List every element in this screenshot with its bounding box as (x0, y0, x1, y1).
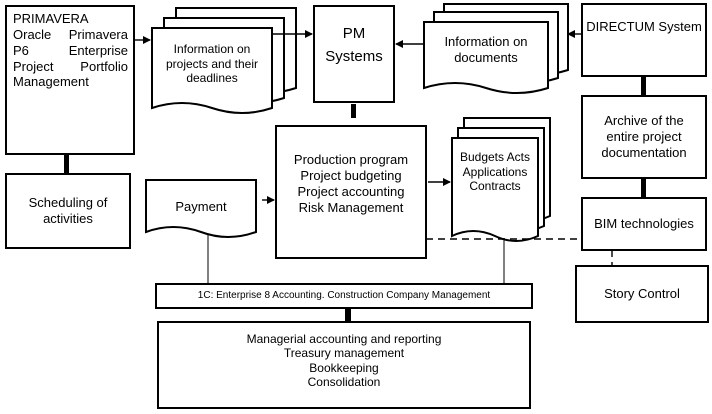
managerial-line-3: Bookkeeping (309, 360, 379, 375)
primavera-line-3-a: Project (13, 58, 54, 74)
enterprise-1c-label: 1C: Enterprise 8 Accounting. Constructio… (158, 286, 530, 306)
primavera-line-1-b: Primavera (68, 26, 128, 42)
scheduling-label: Scheduling of activities (8, 176, 128, 246)
primavera-box (5, 5, 135, 155)
budgets-line-3: Contracts (469, 179, 521, 194)
budgets-line-1: Budgets Acts (459, 150, 531, 164)
info-projects-doc-stack (151, 7, 297, 114)
primavera-line-3-b: Portfolio (80, 58, 128, 74)
production-label: Production program Project budgeting Pro… (278, 152, 424, 215)
enterprise-1c-text: 1C: Enterprise 8 Accounting. Constructio… (197, 289, 491, 301)
primavera-line-4: Management (13, 74, 89, 90)
pm-systems-box (313, 5, 395, 103)
info-documents-label: Information on documents (426, 34, 546, 66)
info-documents-line-2: documents (454, 49, 518, 65)
info-projects-label: Information on projects and their deadli… (154, 42, 270, 86)
scheduling-line-2: activities (43, 211, 93, 226)
archive-line-1: Archive of the (604, 113, 684, 129)
managerial-line-2: Treasury management (283, 346, 405, 361)
primavera-line-2-b: Enterprise (68, 42, 128, 58)
production-line-4: Risk Management (298, 199, 404, 215)
primavera-line-1-a: Oracle (13, 26, 52, 42)
directum-label: DIRECTUM System (584, 6, 704, 48)
budgets-label: Budgets Acts Applications Contracts (454, 150, 536, 194)
primavera-label: PRIMAVERA Oracle Primavera P6 Enterprise… (13, 11, 128, 90)
info-projects-line-3: deadlines (186, 71, 238, 86)
primavera-line-2: P6 Enterprise (13, 43, 128, 59)
bim-box (581, 197, 707, 251)
story-control-text: Story Control (604, 286, 680, 302)
scheduling-box (5, 173, 131, 249)
production-line-3: Project accounting (297, 183, 405, 199)
primavera-line-1: Oracle Primavera (13, 27, 128, 43)
primavera-line-3: Project Portfolio (13, 59, 128, 75)
production-line-1: Production program (293, 152, 409, 167)
managerial-box (157, 321, 531, 409)
archive-box (581, 95, 707, 179)
managerial-line-1: Managerial accounting and reporting (246, 332, 442, 346)
primavera-line-2-a: P6 (13, 42, 29, 58)
scheduling-line-1: Scheduling of (28, 195, 108, 211)
enterprise-1c-box (155, 283, 533, 309)
directum-box (581, 3, 707, 77)
story-control-box (575, 265, 709, 323)
connector-directum-archive (641, 77, 646, 95)
archive-line-2: entire project (606, 129, 682, 145)
info-projects-line-2: projects and their (165, 56, 259, 71)
directum-text: DIRECTUM System (586, 19, 702, 35)
bim-text: BIM technologies (594, 216, 694, 232)
payment-document-shape (145, 179, 257, 238)
pm-systems-label: PM Systems (316, 22, 392, 69)
pm-systems-line-1: PM (342, 25, 366, 42)
payment-label: Payment (148, 199, 254, 215)
production-box (275, 125, 427, 259)
payment-text: Payment (175, 199, 227, 214)
story-control-label: Story Control (578, 268, 706, 320)
archive-label: Archive of the entire project documentat… (584, 98, 704, 176)
connector-1c-managerial (345, 309, 351, 321)
production-line-2: Project budgeting (300, 167, 402, 183)
budgets-doc-stack (451, 117, 551, 242)
connector-primavera-scheduling (64, 155, 69, 173)
bim-label: BIM technologies (584, 200, 704, 248)
archive-line-3: documentation (601, 144, 687, 160)
primavera-title: PRIMAVERA (13, 11, 89, 26)
managerial-line-4: Consolidation (307, 375, 381, 390)
managerial-label: Managerial accounting and reporting Trea… (160, 332, 528, 390)
budgets-line-2: Applications (462, 164, 528, 179)
pm-systems-line-2: Systems (325, 48, 383, 66)
info-projects-line-1: Information on (173, 42, 251, 56)
connector-pm-production (351, 104, 356, 118)
info-documents-line-1: Information on (444, 34, 528, 49)
info-documents-doc-stack (423, 3, 569, 94)
connector-archive-bim (641, 179, 646, 197)
